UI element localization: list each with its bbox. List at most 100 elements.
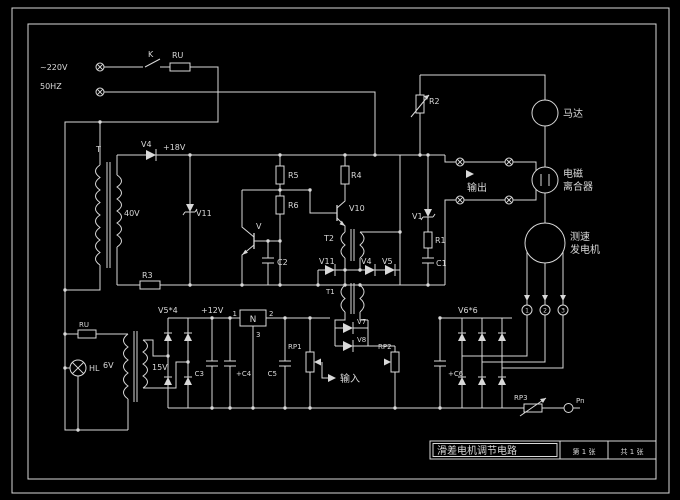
label-r6: R6 — [288, 201, 299, 210]
label-ru2: RU — [79, 321, 89, 329]
resistor-r2: R2 — [410, 94, 440, 118]
label-r5: R5 — [288, 171, 299, 180]
resistor-r4: R4 — [340, 165, 362, 185]
title-block: 滑差电机调节电路 第 1 张 共 1 张 — [429, 440, 657, 460]
label-r4: R4 — [351, 171, 362, 180]
label-v: V — [256, 222, 262, 231]
label-phase-3: 3 — [561, 308, 565, 315]
bridge-v6x6: V6*6 — [458, 306, 506, 385]
diode-v7: V7 — [343, 318, 366, 334]
transformer-t: T 40V — [95, 145, 140, 268]
power-input-section: ~220V 50HZ K RU — [40, 50, 191, 97]
motor-symbol: 马达 — [531, 99, 583, 127]
label-row-v5: V5 — [382, 257, 393, 266]
diode-v8: V8 — [343, 336, 366, 352]
label-fuse-ru: RU — [172, 51, 184, 60]
junction-dots — [63, 120, 442, 432]
drawing-title: 滑差电机调节电路 — [437, 444, 517, 457]
terminal-icon — [95, 62, 105, 97]
capacitor-c4: +C4 — [224, 360, 252, 378]
label-v5x4: V5*4 — [158, 306, 178, 315]
lamp-hl: HL 6V — [69, 359, 114, 377]
label-v11: V11 — [196, 209, 212, 218]
label-r3: R3 — [142, 271, 153, 280]
diode-row: V11 V4 V5 — [319, 257, 396, 276]
transformer-aux: 15V — [123, 331, 168, 402]
label-clutch-2: 离合器 — [563, 180, 593, 193]
potentiometer-rp1: RP1 — [288, 343, 321, 373]
regulator-n: N 1 2 3 — [233, 309, 273, 339]
label-motor: 马达 — [563, 108, 583, 120]
transistor-v10: V10 — [336, 204, 365, 226]
sheet-total: 共 1 张 — [621, 447, 644, 456]
input-marker: 输入 — [328, 372, 360, 385]
control-board: V4 +18V V11 R5 R6 R4 V V10 — [139, 140, 447, 290]
label-v8: V8 — [357, 336, 366, 344]
wires — [64, 58, 580, 431]
label-40v: 40V — [124, 209, 140, 218]
label-phase-2: 2 — [543, 308, 547, 315]
fuse-ru2: RU — [77, 321, 97, 339]
fuse-symbol — [169, 62, 191, 72]
clutch-symbol: 电磁 离合器 — [531, 166, 593, 194]
label-plus12v: +12V — [201, 306, 224, 315]
aux-supply-section: RU HL 6V 15V V5*4 +12V N 1 2 3 — [69, 283, 585, 417]
label-c6: +C6 — [448, 370, 464, 378]
transformer-t1: T1 — [325, 283, 365, 314]
label-rp1: RP1 — [288, 343, 302, 351]
label-tacho-2: 发电机 — [570, 243, 600, 256]
zener-v11: V11 — [182, 204, 212, 218]
diode-v4-main: V4 +18V — [141, 140, 186, 161]
border-frame — [11, 7, 670, 494]
label-input: 输入 — [340, 372, 360, 385]
label-c2: C2 — [277, 258, 288, 267]
label-pin2: 2 — [269, 310, 273, 318]
label-r1: R1 — [435, 236, 446, 245]
label-switch-k: K — [148, 50, 154, 59]
capacitor-c1: C1 — [422, 257, 447, 268]
capacitor-c3: C3 — [195, 360, 218, 378]
label-v7: V7 — [357, 318, 366, 326]
potentiometer-rp3: RP3 — [514, 394, 547, 417]
label-rp2: RP2 — [378, 343, 392, 351]
resistor-r1: R1 — [423, 231, 446, 249]
bridge-v5x4: V5*4 — [158, 306, 192, 385]
label-t1: T1 — [325, 288, 335, 296]
zener-v1: V1 — [412, 209, 436, 221]
label-output: 输出 — [467, 181, 487, 194]
label-plus18v: +18V — [163, 143, 186, 152]
label-ic-n: N — [250, 315, 257, 325]
label-r2: R2 — [429, 97, 440, 106]
transformer-t2: T2 — [323, 229, 365, 261]
label-tacho-1: 测速 — [570, 230, 590, 243]
output-terminals: 输出 — [455, 157, 514, 205]
label-c4: +C4 — [236, 370, 252, 378]
label-v6x6: V6*6 — [458, 306, 478, 315]
label-hl: HL — [89, 364, 100, 373]
label-c1: C1 — [436, 259, 447, 268]
label-v4: V4 — [141, 140, 152, 149]
label-pin1: 1 — [233, 310, 237, 318]
label-v10: V10 — [349, 204, 365, 213]
label-mains-frequency: 50HZ — [40, 82, 62, 91]
label-transformer-t: T — [95, 145, 101, 154]
tacho-generator-symbol: 测速 发电机 — [524, 222, 600, 264]
label-row-v11: V11 — [319, 257, 335, 266]
label-row-v4: V4 — [361, 257, 372, 266]
sheet-number: 第 1 张 — [573, 447, 596, 456]
phase-markers: 1 2 3 — [521, 295, 569, 316]
label-mains-voltage: ~220V — [40, 63, 68, 72]
capacitor-c6: +C6 — [434, 360, 464, 378]
label-rp3: RP3 — [514, 394, 528, 402]
label-pn: Pn — [576, 397, 585, 405]
label-clutch-1: 电磁 — [563, 167, 583, 180]
resistor-r3: R3 — [139, 271, 161, 290]
label-15v: 15V — [152, 363, 168, 372]
capacitor-c2: C2 — [262, 257, 288, 267]
resistor-r5: R5 — [275, 165, 299, 185]
label-v1: V1 — [412, 212, 423, 221]
label-phase-1: 1 — [525, 308, 529, 315]
output-arrow-icon — [466, 170, 474, 178]
